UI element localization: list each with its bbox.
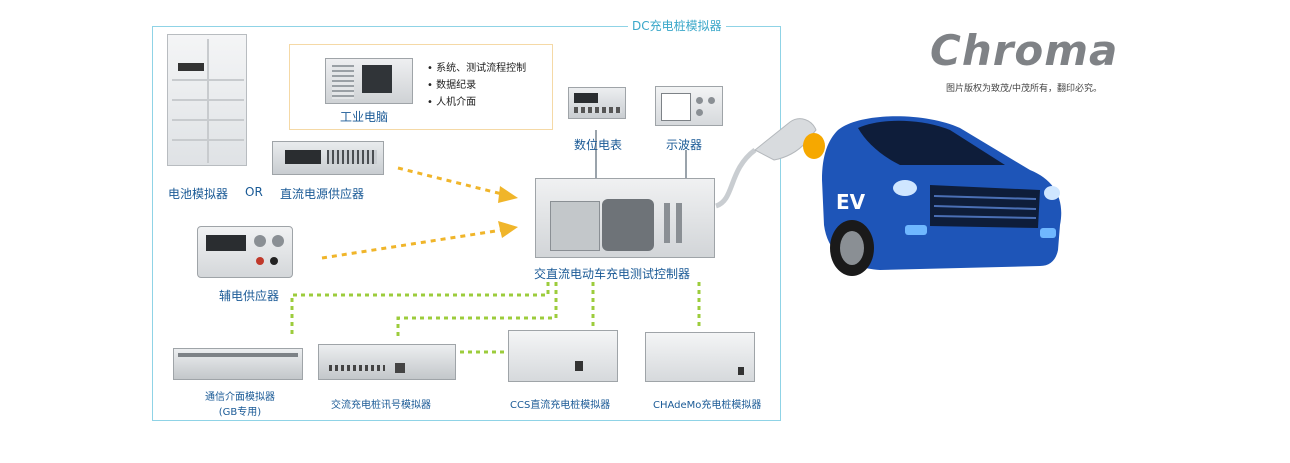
arrow-dc-supply-to-controller — [397, 166, 503, 196]
link-controller-to-comm — [290, 282, 550, 335]
comm-interface-device — [173, 348, 303, 380]
aux-power-supply-device — [197, 226, 293, 278]
ev-badge: EV — [836, 190, 866, 214]
industrial-pc-device — [325, 58, 413, 104]
charging-cable — [714, 147, 757, 209]
ccs-sim-label: CCS直流充电桩模拟器 — [510, 400, 611, 411]
copyright-text: 图片版权为致茂/中茂所有，翻印必究。 — [946, 84, 1103, 94]
arrowhead-1 — [498, 186, 518, 203]
bullet-item: • 系统、测试流程控制 — [427, 63, 527, 74]
digital-meter-device — [568, 87, 626, 119]
dc-charger-simulator-frame — [152, 26, 781, 421]
industrial-pc-bullets: • 系统、测试流程控制 • 数据纪录 • 人机介面 — [427, 60, 526, 111]
digital-meter-label: 数位电表 — [574, 138, 623, 152]
chroma-logo: Chroma — [930, 26, 1119, 75]
aux-power-supply-label: 辅电供应器 — [219, 289, 280, 303]
battery-simulator-device — [167, 34, 247, 166]
frame-title: DC充电桩模拟器 — [628, 17, 726, 34]
ac-charger-sim-device — [318, 344, 456, 380]
dc-power-supply-label: 直流电源供应器 — [280, 187, 365, 201]
bullet-item: • 人机介面 — [427, 97, 477, 108]
comm-interface-label-line1: 通信介面模拟器 — [205, 392, 275, 403]
or-text: OR — [245, 185, 263, 199]
controller-device — [535, 178, 715, 258]
link-controller-to-ac — [396, 282, 558, 340]
arrowhead-2 — [498, 221, 518, 238]
chademo-sim-label: CHAdeMo充电桩模拟器 — [653, 400, 762, 411]
comm-interface-label: 通信介面模拟器 (GB专用) — [190, 388, 290, 418]
ac-charger-sim-label: 交流充电桩讯号模拟器 — [331, 400, 431, 411]
industrial-pc-label: 工业电脑 — [340, 110, 389, 124]
arrow-aux-to-controller — [321, 228, 503, 260]
battery-simulator-label: 电池模拟器 — [168, 187, 229, 201]
comm-interface-label-line2: (GB专用) — [218, 407, 262, 418]
oscilloscope-label: 示波器 — [666, 138, 703, 152]
plug-tip — [803, 133, 825, 159]
dc-power-supply-device — [272, 141, 384, 175]
oscilloscope-device — [655, 86, 723, 126]
bullet-item: • 数据纪录 — [427, 80, 477, 91]
controller-label: 交直流电动车充电测试控制器 — [534, 267, 691, 281]
ccs-sim-device — [508, 330, 618, 382]
chademo-sim-device — [645, 332, 755, 382]
